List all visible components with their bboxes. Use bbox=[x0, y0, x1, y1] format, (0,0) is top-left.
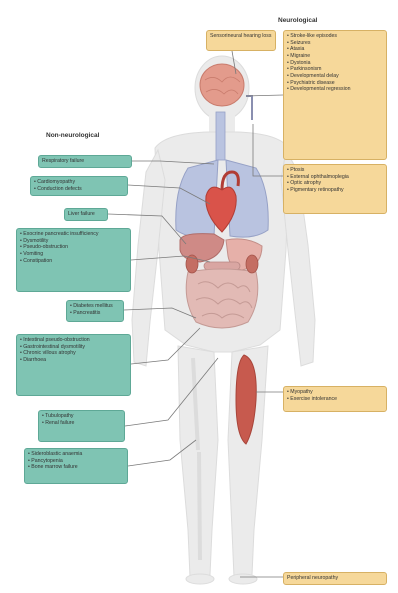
heading-non-neurological: Non-neurological bbox=[46, 132, 99, 139]
box-myopathy: Myopathy Exercise intolerance bbox=[283, 386, 387, 412]
list-endocrine: Diabetes mellitus Pancreatitis bbox=[70, 303, 120, 316]
kidney-right bbox=[246, 255, 258, 273]
item-myopathy: Myopathy bbox=[287, 389, 383, 396]
label-peripheral-neuropathy: Peripheral neuropathy bbox=[287, 575, 383, 582]
item-exercise-intolerance: Exercise intolerance bbox=[287, 396, 383, 403]
box-sensorineural-hearing-loss: Sensorineural hearing loss bbox=[206, 30, 276, 51]
box-respiratory-failure: Respiratory failure bbox=[38, 155, 132, 168]
heading-neurological: Neurological bbox=[278, 17, 317, 24]
item-constipation: Constipation bbox=[20, 258, 127, 265]
list-renal: Tubulopathy Renal failure bbox=[42, 413, 121, 426]
item-pigmentary-retinopathy: Pigmentary retinopathy bbox=[287, 187, 383, 194]
brain bbox=[200, 64, 244, 106]
box-gastrointestinal: Exocrine pancreatic insufficiency Dysmot… bbox=[16, 228, 131, 292]
item-diabetes-mellitus: Diabetes mellitus bbox=[70, 303, 120, 310]
item-bone-marrow-failure: Bone marrow failure bbox=[28, 464, 124, 471]
box-ocular: Ptosis External ophthalmoplegia Optic at… bbox=[283, 164, 387, 214]
intestines bbox=[186, 269, 258, 328]
box-endocrine: Diabetes mellitus Pancreatitis bbox=[66, 300, 124, 322]
item-tubulopathy: Tubulopathy bbox=[42, 413, 121, 420]
item-vomiting: Vomiting bbox=[20, 251, 127, 258]
list-intestinal: Intestinal pseudo-obstruction Gastrointe… bbox=[20, 337, 127, 364]
item-pancytopenia: Pancytopenia bbox=[28, 458, 124, 465]
item-developmental-regression: Developmental regression bbox=[287, 86, 383, 93]
box-peripheral-neuropathy: Peripheral neuropathy bbox=[283, 572, 387, 585]
item-external-ophthalmoplegia: External ophthalmoplegia bbox=[287, 174, 383, 181]
item-dysmotility: Dysmotility bbox=[20, 238, 127, 245]
item-migraine: Migraine bbox=[287, 53, 383, 60]
label-respiratory-failure: Respiratory failure bbox=[42, 158, 128, 165]
item-chronic-villous-atrophy: Chronic villous atrophy bbox=[20, 350, 127, 357]
list-ocular: Ptosis External ophthalmoplegia Optic at… bbox=[287, 167, 383, 194]
item-dystonia: Dystonia bbox=[287, 60, 383, 67]
item-ataxia: Ataxia bbox=[287, 46, 383, 53]
trachea bbox=[216, 112, 225, 160]
item-stroke-like-episodes: Stroke-like episodes bbox=[287, 33, 383, 40]
box-liver-failure: Liver failure bbox=[64, 208, 108, 221]
list-haematological: Sideroblastic anaemia Pancytopenia Bone … bbox=[28, 451, 124, 471]
item-optic-atrophy: Optic atrophy bbox=[287, 180, 383, 187]
item-pancreatitis: Pancreatitis bbox=[70, 310, 120, 317]
label-sensorineural-hearing-loss: Sensorineural hearing loss bbox=[210, 33, 271, 39]
label-liver-failure: Liver failure bbox=[68, 211, 104, 218]
list-myopathy: Myopathy Exercise intolerance bbox=[287, 389, 383, 402]
item-pseudo-obstruction: Pseudo-obstruction bbox=[20, 244, 127, 251]
item-developmental-delay: Developmental delay bbox=[287, 73, 383, 80]
item-sideroblastic-anaemia: Sideroblastic anaemia bbox=[28, 451, 124, 458]
item-cardiomyopathy: Cardiomyopathy bbox=[34, 179, 124, 186]
box-cardiac: Cardiomyopathy Conduction defects bbox=[30, 176, 128, 196]
item-psychiatric-disease: Psychiatric disease bbox=[287, 80, 383, 87]
item-renal-failure: Renal failure bbox=[42, 420, 121, 427]
item-parkinsonism: Parkinsonism bbox=[287, 66, 383, 73]
list-gastrointestinal: Exocrine pancreatic insufficiency Dysmot… bbox=[20, 231, 127, 264]
item-gastrointestinal-dysmotility: Gastrointestinal dysmotility bbox=[20, 344, 127, 351]
item-exocrine-pancreatic-insufficiency: Exocrine pancreatic insufficiency bbox=[20, 231, 127, 238]
item-ptosis: Ptosis bbox=[287, 167, 383, 174]
box-neuro-main: Stroke-like episodes Seizures Ataxia Mig… bbox=[283, 30, 387, 160]
item-seizures: Seizures bbox=[287, 40, 383, 47]
item-intestinal-pseudo-obstruction: Intestinal pseudo-obstruction bbox=[20, 337, 127, 344]
list-neuro-main: Stroke-like episodes Seizures Ataxia Mig… bbox=[287, 33, 383, 93]
box-intestinal: Intestinal pseudo-obstruction Gastrointe… bbox=[16, 334, 131, 396]
list-cardiac: Cardiomyopathy Conduction defects bbox=[34, 179, 124, 192]
box-haematological: Sideroblastic anaemia Pancytopenia Bone … bbox=[24, 448, 128, 484]
item-diarrhoea: Diarrhoea bbox=[20, 357, 127, 364]
item-conduction-defects: Conduction defects bbox=[34, 186, 124, 193]
box-renal: Tubulopathy Renal failure bbox=[38, 410, 125, 442]
